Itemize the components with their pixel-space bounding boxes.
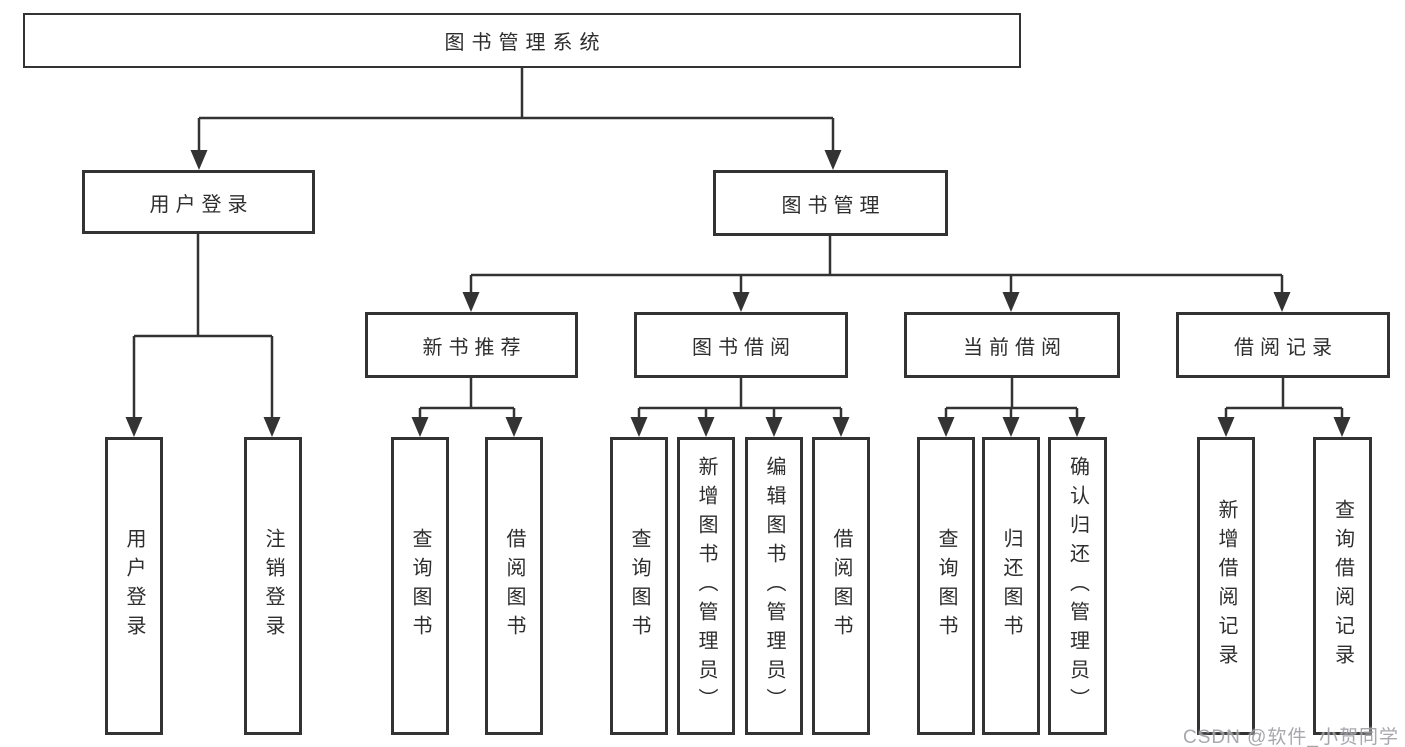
node-user-login: 用户登录	[82, 170, 315, 234]
node-label: 图书借阅	[692, 336, 796, 359]
csdn-watermark: CSDN @软件_小贺同学	[1183, 727, 1399, 747]
node-label: 当前借阅	[963, 336, 1067, 359]
leaf-borrow-edit-book-admin: 编辑图书（管理员）	[745, 437, 803, 735]
node-borrowing-records: 借阅记录	[1176, 312, 1390, 378]
leaf-records-query-record: 查询借阅记录	[1313, 437, 1372, 735]
node-label: 借阅图书	[830, 528, 852, 644]
leaf-recommend-query-book: 查询图书	[391, 437, 449, 735]
leaf-logout: 注销登录	[244, 437, 302, 735]
leaf-user-login: 用户登录	[105, 437, 163, 735]
node-label: 归还图书	[1000, 528, 1022, 644]
node-label: 新增借阅记录	[1215, 499, 1237, 673]
node-label: 借阅图书	[503, 528, 525, 644]
leaf-current-return-book: 归还图书	[982, 437, 1040, 735]
node-label: 确认归还（管理员）	[1066, 455, 1089, 717]
leaf-borrow-add-book-admin: 新增图书（管理员）	[677, 437, 735, 735]
leaf-records-add-record: 新增借阅记录	[1197, 437, 1255, 735]
leaf-recommend-borrow-book: 借阅图书	[485, 437, 543, 735]
node-label: 用户登录	[149, 193, 254, 216]
node-label: 用户登录	[123, 528, 145, 644]
node-new-book-recommend: 新书推荐	[365, 312, 578, 378]
leaf-current-confirm-return-admin: 确认归还（管理员）	[1048, 437, 1107, 735]
node-label: 新增图书（管理员）	[695, 455, 717, 717]
node-label: 图书管理	[781, 194, 886, 217]
node-label: 查询借阅记录	[1331, 499, 1354, 673]
node-label: 查询图书	[409, 528, 431, 644]
node-label: 查询图书	[628, 528, 650, 644]
node-label: 图书管理系统	[444, 32, 607, 54]
leaf-borrow-query-book: 查询图书	[610, 437, 668, 735]
node-label: 查询图书	[935, 528, 957, 644]
leaf-current-query-book: 查询图书	[917, 437, 975, 735]
node-system-root: 图书管理系统	[23, 13, 1021, 68]
leaf-borrow-borrow-book: 借阅图书	[812, 437, 870, 735]
node-label: 借阅记录	[1234, 336, 1338, 359]
node-book-management: 图书管理	[713, 170, 948, 236]
node-current-borrowing: 当前借阅	[904, 312, 1120, 378]
node-label: 编辑图书（管理员）	[763, 455, 785, 717]
node-label: 注销登录	[262, 528, 284, 644]
node-label: 新书推荐	[422, 336, 527, 359]
node-book-borrowing: 图书借阅	[634, 312, 848, 378]
